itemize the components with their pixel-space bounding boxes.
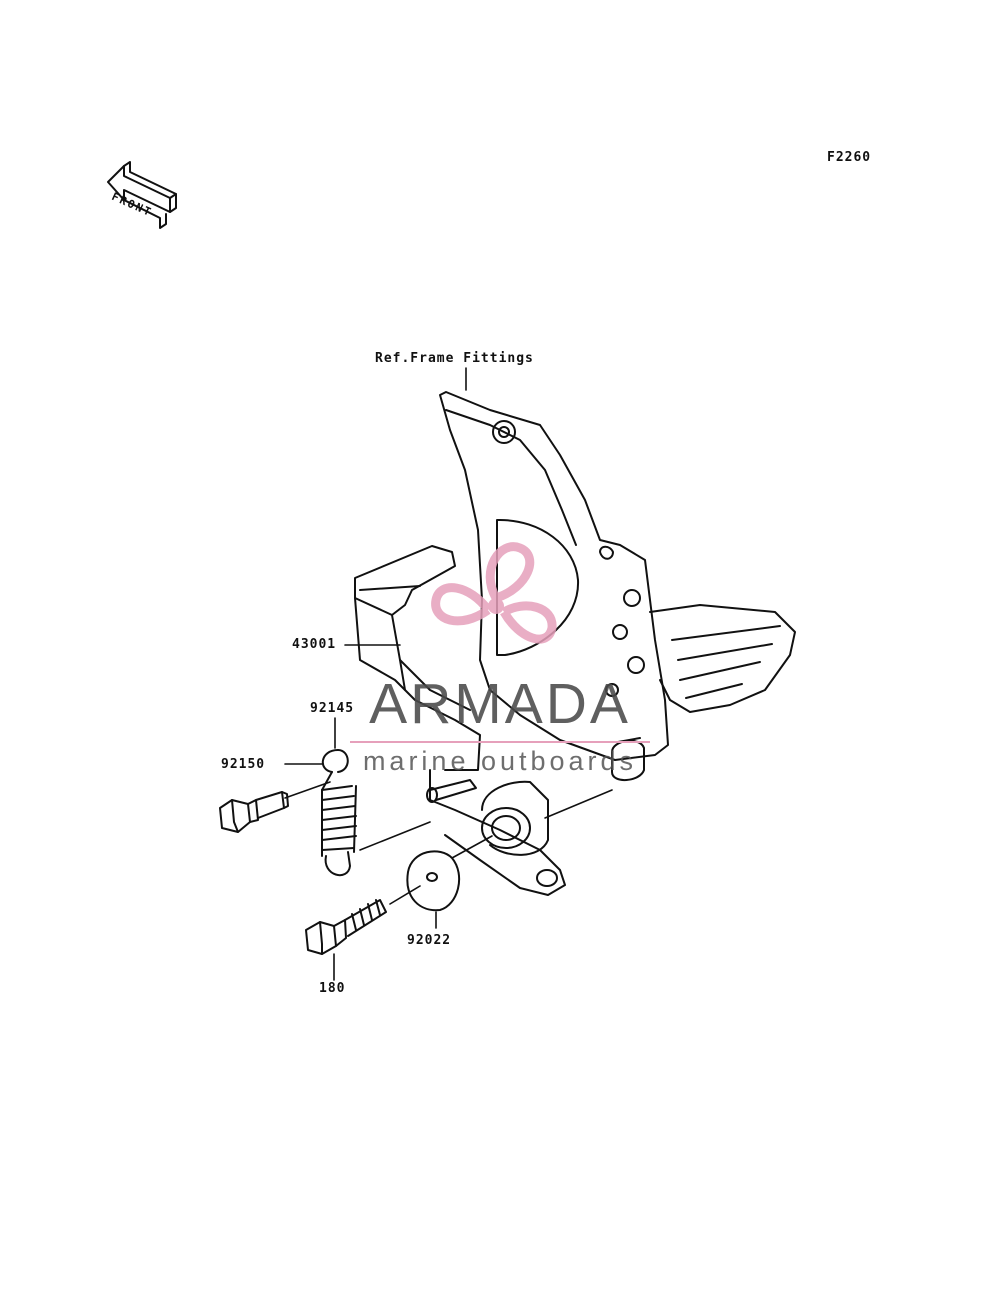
leader-lines bbox=[284, 644, 437, 981]
ref-frame-label: Ref.Frame Fittings bbox=[375, 351, 534, 366]
part-label-92150[interactable]: 92150 bbox=[221, 757, 266, 772]
diagram-code: F2260 bbox=[827, 150, 872, 165]
washer-92022 bbox=[406, 850, 461, 912]
bolt-92150 bbox=[219, 791, 289, 833]
front-arrow-icon bbox=[107, 161, 177, 229]
frame-fitting-bracket bbox=[439, 391, 796, 781]
watermark-tagline: marine outboards bbox=[362, 746, 638, 776]
part-label-43001[interactable]: 43001 bbox=[292, 637, 337, 652]
part-label-92145[interactable]: 92145 bbox=[310, 701, 355, 716]
bolt-180 bbox=[305, 899, 387, 955]
brake-pedal-43001 bbox=[354, 545, 566, 896]
watermark-brand: ARMADA bbox=[369, 672, 631, 736]
spring-92145 bbox=[321, 749, 357, 877]
armada-logo-icon bbox=[431, 542, 557, 644]
part-label-180[interactable]: 180 bbox=[319, 981, 346, 996]
part-label-92022[interactable]: 92022 bbox=[407, 933, 452, 948]
assembly-lines bbox=[284, 367, 613, 905]
